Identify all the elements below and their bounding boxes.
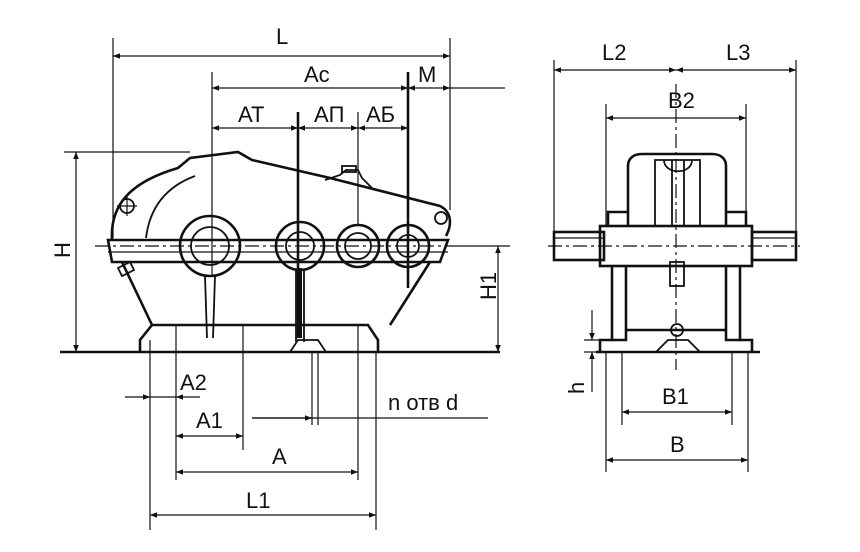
label-At: AT	[238, 102, 264, 127]
side-view-dimensions	[553, 60, 797, 472]
label-A: A	[272, 444, 287, 469]
label-B2: B2	[668, 88, 695, 113]
label-H1: H1	[476, 272, 501, 300]
side-view	[548, 84, 800, 370]
label-L2: L2	[602, 40, 626, 65]
label-B1: B1	[662, 384, 689, 409]
dimension-labels: L Ac M AT AП AБ H H1 A2 A1 n отв d A L1 …	[50, 24, 750, 513]
label-Ac: Ac	[304, 62, 330, 87]
label-L3: L3	[726, 40, 750, 65]
label-M: M	[418, 62, 436, 87]
label-A2: A2	[180, 370, 207, 395]
front-view	[60, 72, 500, 354]
label-Ap: AП	[314, 102, 345, 127]
label-L1: L1	[246, 488, 270, 513]
front-view-dimensions	[64, 38, 510, 530]
label-holes: n отв d	[388, 390, 458, 415]
label-A1: A1	[196, 408, 223, 433]
label-Ab: AБ	[366, 102, 395, 127]
label-B: B	[670, 432, 685, 457]
label-h: h	[564, 382, 589, 394]
label-L: L	[276, 24, 288, 49]
label-H: H	[50, 242, 75, 258]
